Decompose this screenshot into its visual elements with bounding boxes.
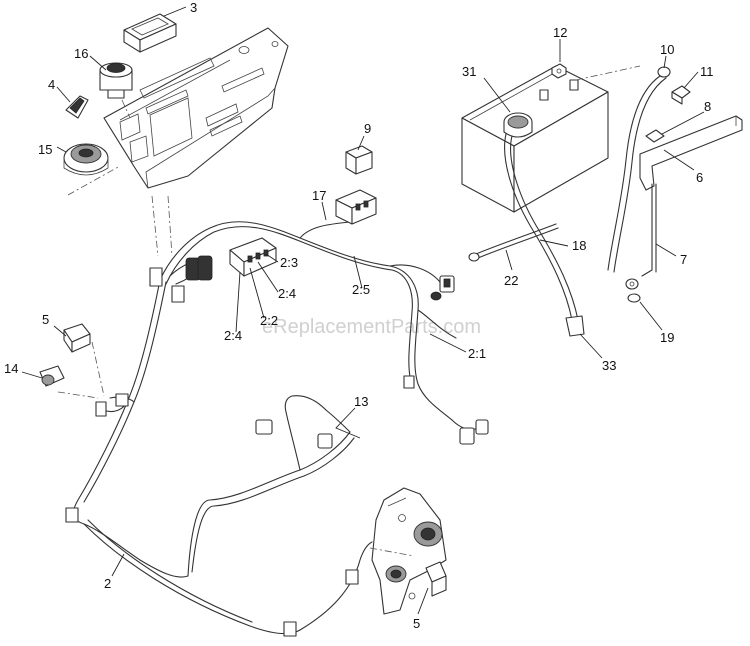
callout-16: 16: [74, 46, 88, 61]
ignition-switch-15: [63, 143, 109, 176]
callout-14: 14: [4, 361, 18, 376]
wire-harness-2: [72, 221, 479, 635]
assembly-line: [91, 341, 105, 397]
nut-12: [551, 63, 567, 79]
callout-6: 6: [696, 170, 703, 185]
callout-12: 12: [553, 25, 567, 40]
cable-terminal-33: [565, 315, 585, 337]
battery-bracket-6: [639, 115, 743, 191]
assembly-line: [57, 391, 99, 399]
control-panel-bracket: [103, 27, 289, 189]
callout-13: 13: [354, 394, 368, 409]
callout-31: 31: [462, 64, 476, 79]
rod-7: [641, 183, 653, 277]
callout-15: 15: [38, 142, 52, 157]
callout-2: 2: [104, 576, 111, 591]
callout-2-4-a: 2:4: [278, 286, 296, 301]
callout-5-left: 5: [42, 312, 49, 327]
callout-2-4-b: 2:4: [224, 328, 242, 343]
callout-7: 7: [680, 252, 687, 267]
battery-31: [461, 65, 609, 213]
callout-4: 4: [48, 77, 55, 92]
callout-10: 10: [660, 42, 674, 57]
key-4: [65, 95, 89, 119]
callout-2-5: 2:5: [352, 282, 370, 297]
callout-19: 19: [660, 330, 674, 345]
leader-lines: [21, 6, 705, 615]
assembly-line: [151, 195, 159, 257]
callout-18: 18: [572, 238, 586, 253]
bolt-11: [671, 85, 691, 105]
battery-cable-18: [510, 135, 579, 321]
switch-16: [99, 62, 133, 99]
callout-3: 3: [190, 0, 197, 15]
callout-2-3: 2:3: [280, 255, 298, 270]
assembly-line: [575, 65, 641, 81]
callout-9: 9: [364, 121, 371, 136]
callout-2-1: 2:1: [468, 346, 486, 361]
assembly-line: [67, 165, 121, 196]
watermark: eReplacementParts.com: [262, 316, 481, 338]
assembly-line: [121, 99, 131, 119]
callout-8: 8: [704, 99, 711, 114]
callout-17: 17: [312, 188, 326, 203]
callout-33: 33: [602, 358, 616, 373]
battery-strap-22: [477, 227, 559, 259]
callout-2-2: 2:2: [260, 313, 278, 328]
assembly-line: [167, 195, 173, 257]
clip-8: [645, 129, 665, 143]
strap-end: [468, 252, 480, 262]
harness-connector-cluster: [39, 145, 489, 637]
callout-11: 11: [700, 64, 714, 79]
negative-cable-7: [607, 66, 671, 290]
washer-19: [627, 293, 641, 303]
callout-labels: 3 16 4 15 9 17 2:3 2:4 2:2 2:4 2:5 2:1 5…: [4, 0, 714, 631]
callout-22: 22: [504, 273, 518, 288]
callout-5-bottom: 5: [413, 616, 420, 631]
seat-switch-bracket: [371, 487, 447, 615]
hour-meter: [123, 13, 177, 53]
battery-strap-22: [475, 223, 557, 255]
